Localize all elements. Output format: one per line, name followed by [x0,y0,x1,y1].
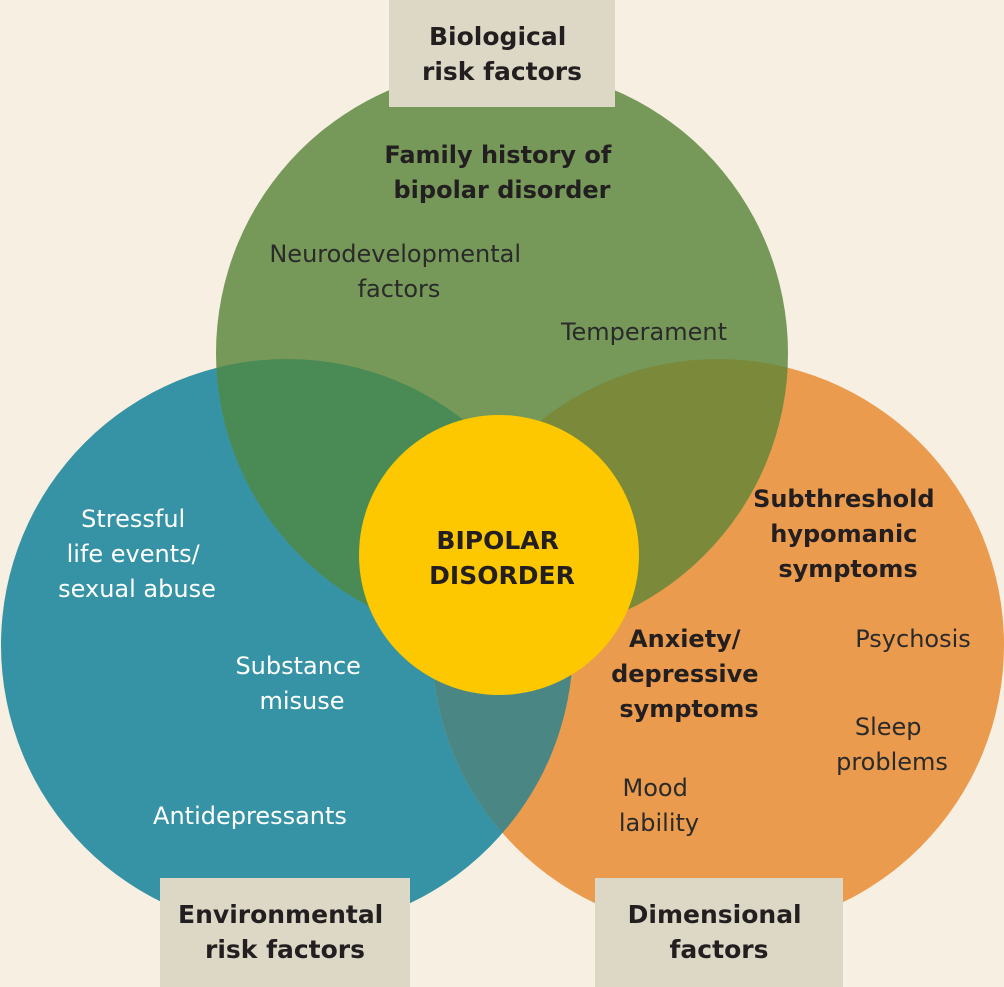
psychosis-text: Psychosis [855,625,971,653]
biological-label-box [389,0,615,107]
family-history-text: Family history of bipolar disorder [384,141,619,204]
anxiety-depressive-text: Anxiety/ depressive symptoms [611,625,767,723]
environmental-label-box [160,878,410,987]
substance-misuse-text: Substance misuse [235,652,368,715]
center-circle [359,415,639,695]
neurodevelopmental-text: Neurodevelopmental factors [269,240,528,303]
biological-label: Biological risk factors [422,22,582,86]
dimensional-label-box [595,878,843,987]
bipolar-disorder-label: BIPOLAR DISORDER [429,526,575,590]
stressful-events-text: Stressful life events/ sexual abuse [58,505,216,603]
temperament-text: Temperament [560,318,727,346]
subthreshold-text: Subthreshold hypomanic symptoms [753,485,943,583]
mood-lability-text: Mood lability [619,774,699,837]
sleep-problems-text: Sleep problems [836,713,948,776]
dimensional-label: Dimensional factors [628,900,811,964]
environmental-label: Environmental risk factors [178,900,392,964]
antidepressants-text: Antidepressants [153,802,347,830]
